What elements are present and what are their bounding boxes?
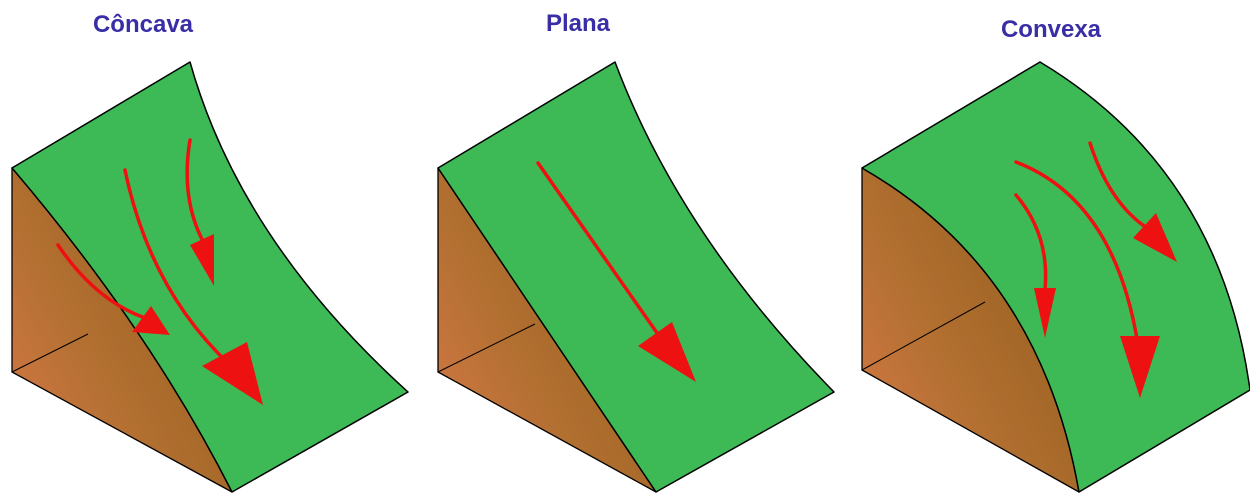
convex-slope (861, 61, 1250, 493)
concave-flow-arrows (56, 138, 232, 367)
label-convex: Convexa (1000, 16, 1102, 43)
convex-arrowhead-left (1034, 288, 1056, 338)
concave-arrow-left (56, 243, 147, 320)
concave-hidden-edge (11, 333, 89, 373)
concave-arrow-main (123, 168, 232, 367)
flat-arrowhead (638, 322, 696, 382)
convex-arrowhead-main (1120, 336, 1160, 398)
flat-surface (437, 61, 835, 493)
convex-arrowhead-right (1133, 213, 1177, 262)
concave-arrowhead-left (132, 306, 170, 335)
concave-arrowhead-right (190, 234, 214, 286)
flat-arrow (536, 161, 664, 342)
label-concave: Côncava (92, 11, 194, 38)
concave-slope (11, 61, 409, 493)
convex-surface (861, 61, 1250, 493)
convex-flow-arrows (1014, 141, 1152, 347)
convex-hidden-edge (861, 301, 986, 371)
convex-arrow-right (1088, 141, 1152, 232)
flat-slope (437, 61, 835, 493)
flat-hidden-edge (437, 323, 536, 373)
convex-arrow-left (1014, 193, 1048, 292)
convex-arrow-main (1014, 160, 1140, 347)
concave-arrowhead-main (202, 342, 263, 405)
label-flat: Plana (545, 10, 611, 37)
concave-arrow-right (185, 138, 207, 247)
